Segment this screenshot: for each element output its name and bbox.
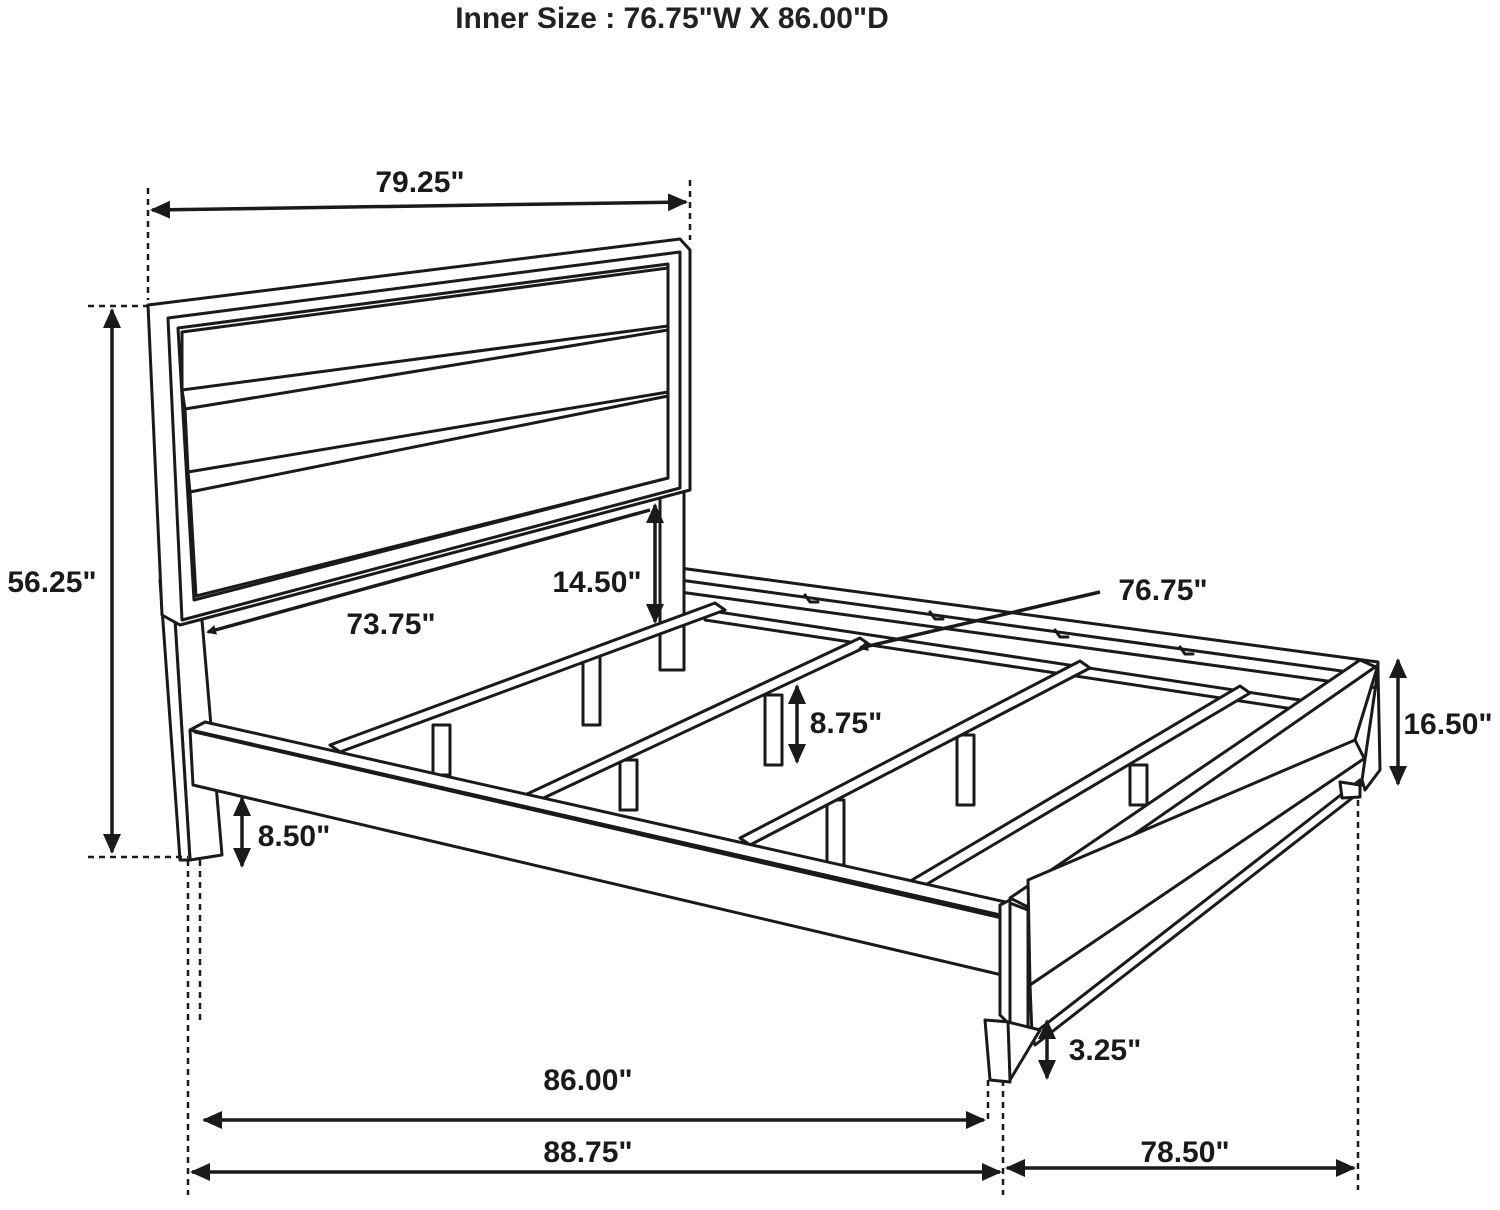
- label-footboard-height: 16.50": [1403, 708, 1492, 741]
- extension-lines: [88, 180, 1360, 1195]
- label-headboard-leg: 8.50": [258, 820, 331, 853]
- label-inner-width: 76.75": [1118, 574, 1207, 607]
- label-footboard-leg: 3.25": [1069, 1034, 1142, 1067]
- label-overall-width: 78.50": [1140, 1136, 1229, 1169]
- label-headboard-width: 79.25": [375, 166, 464, 199]
- label-overall-height: 56.25": [7, 566, 96, 599]
- headboard-right-leg: [658, 488, 686, 672]
- label-headboard-clearance: 14.50": [552, 566, 641, 599]
- label-inner-length: 86.00": [543, 1064, 632, 1097]
- label-panel-width: 73.75": [346, 608, 435, 641]
- headboard: [146, 237, 692, 862]
- label-slat-height: 8.75": [810, 707, 883, 740]
- inner-size-title: Inner Size : 76.75"W X 86.00"D: [455, 2, 889, 35]
- center-support-legs: [431, 653, 1149, 867]
- dimension-arrows: [103, 193, 1407, 1181]
- footboard: [983, 658, 1382, 1084]
- label-overall-length: 88.75": [543, 1136, 632, 1169]
